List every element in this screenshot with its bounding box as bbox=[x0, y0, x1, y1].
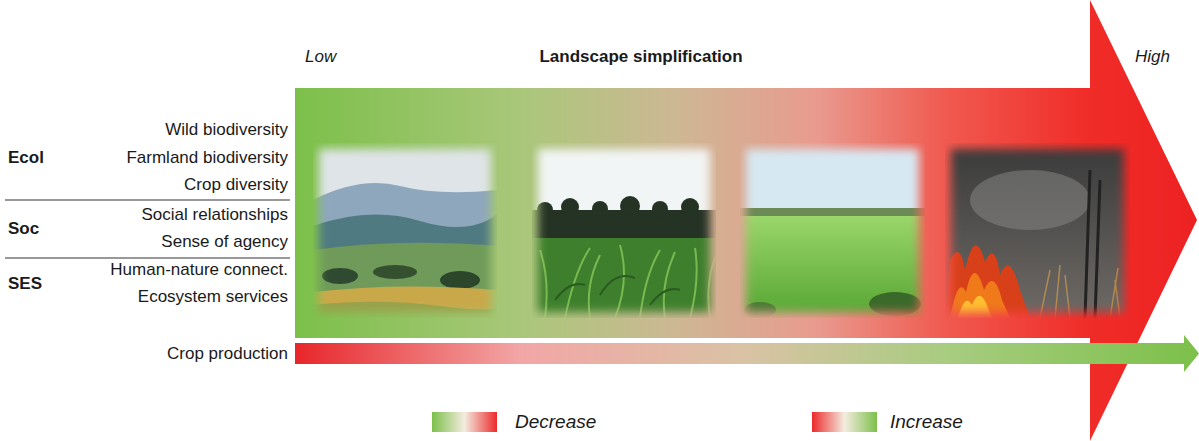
separator-line bbox=[5, 258, 290, 259]
row-label: Ecosystem services bbox=[138, 286, 288, 308]
row-label: Sense of agency bbox=[161, 231, 288, 253]
row-label: Social relationships bbox=[142, 204, 288, 226]
separator-line bbox=[5, 200, 290, 201]
legend-text: Increase bbox=[890, 411, 963, 433]
landscape-photo bbox=[313, 143, 497, 318]
legend-swatch bbox=[812, 412, 877, 432]
category-label: Ecol bbox=[8, 147, 44, 169]
rice-photo bbox=[740, 143, 925, 318]
legend-text: Decrease bbox=[515, 411, 596, 433]
category-label: Soc bbox=[8, 218, 39, 240]
axis-end-label: High bbox=[1135, 46, 1170, 68]
axis-end-label: Low bbox=[305, 46, 336, 68]
category-label: SES bbox=[8, 273, 42, 295]
row-label: Crop diversity bbox=[184, 174, 288, 196]
legend-swatch bbox=[432, 412, 497, 432]
row-label: Wild biodiversity bbox=[165, 119, 288, 141]
crop-production-arrow bbox=[295, 335, 1199, 372]
fire-photo bbox=[945, 143, 1130, 318]
row-label: Human-nature connect. bbox=[110, 259, 288, 281]
diagram-title: Landscape simplification bbox=[539, 46, 742, 68]
row-label: Crop production bbox=[167, 343, 288, 365]
maize-photo bbox=[532, 143, 716, 318]
row-label: Farmland biodiversity bbox=[126, 147, 288, 169]
simplification-arrow bbox=[295, 0, 1197, 441]
